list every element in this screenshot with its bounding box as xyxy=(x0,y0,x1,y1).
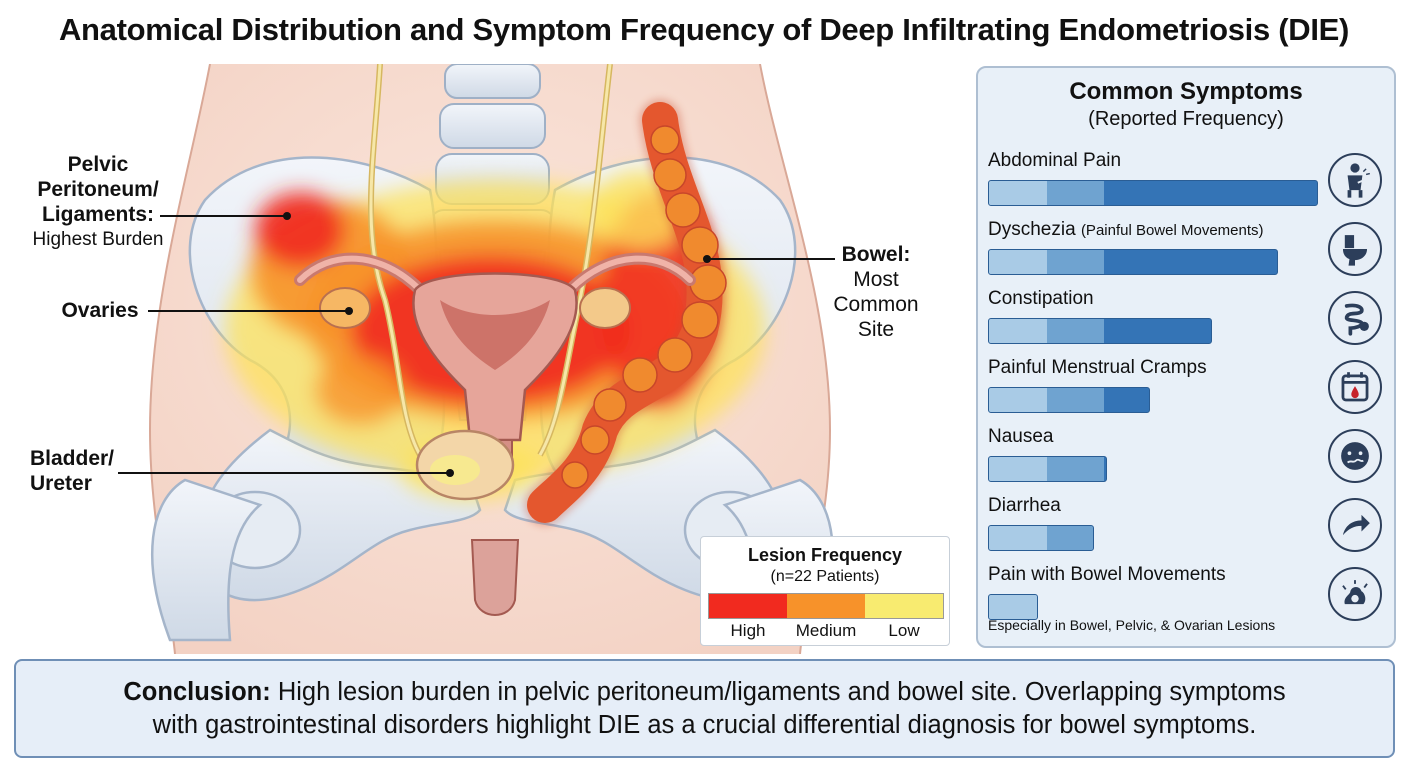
label-ovaries: Ovaries xyxy=(61,299,139,322)
symptom-row: Diarrhea xyxy=(978,495,1394,559)
bar-segment-mid xyxy=(1047,526,1093,550)
symptom-label: Dyschezia (Painful Bowel Movements) xyxy=(988,219,1264,240)
ovary-left xyxy=(319,287,371,329)
marker-ovary xyxy=(345,307,353,315)
legend-label-medium: Medium xyxy=(795,621,857,640)
leader-lines xyxy=(118,215,835,474)
legend-color-bar xyxy=(708,593,944,619)
bar-segment-light xyxy=(989,181,1047,205)
calendar-drop-icon xyxy=(1328,360,1382,414)
legend-swatch-high xyxy=(709,594,787,618)
lesion-frequency-legend: Lesion Frequency (n=22 Patients) High Me… xyxy=(700,536,950,646)
nauseous-face-icon xyxy=(1328,429,1382,483)
conclusion-line-2: with gastrointestinal disorders highligh… xyxy=(152,711,1257,739)
symptom-frequency-bar xyxy=(988,249,1279,275)
symptom-row: Abdominal Pain xyxy=(978,150,1394,214)
symptom-label: Diarrhea xyxy=(988,495,1061,516)
bar-segment-light xyxy=(989,526,1047,550)
legend-label-high: High xyxy=(730,621,766,640)
symptom-frequency-bar xyxy=(988,318,1213,344)
symptom-label: Abdominal Pain xyxy=(988,150,1122,171)
marker-bladder xyxy=(446,469,454,477)
symptom-row: Nausea xyxy=(978,426,1394,490)
symptom-row: Dyschezia (Painful Bowel Movements) xyxy=(978,219,1394,283)
symptom-note: Especially in Bowel, Pelvic, & Ovarian L… xyxy=(988,617,1276,633)
symptom-label: Painful Menstrual Cramps xyxy=(988,357,1207,378)
bar-segment-light xyxy=(989,388,1047,412)
bar-segment-light xyxy=(989,457,1047,481)
pelvis-illustration xyxy=(118,64,835,654)
bar-segment-light xyxy=(989,250,1047,274)
label-peritoneum: Pelvic Peritoneum/ Ligaments: Highest Bu… xyxy=(32,153,164,250)
symptom-frequency-bar xyxy=(988,525,1094,551)
symptom-frequency-bar xyxy=(988,456,1107,482)
bar-segment-mid xyxy=(1047,181,1104,205)
panel-subtitle: (Reported Frequency) xyxy=(1088,108,1284,130)
label-bladder: Bladder/ Ureter xyxy=(30,447,115,495)
toilet-icon xyxy=(1328,222,1382,276)
bar-segment-mid xyxy=(1047,250,1104,274)
conclusion-label: Conclusion: xyxy=(123,678,271,706)
bar-segment-mid xyxy=(1047,457,1104,481)
bar-segment-mid xyxy=(1047,319,1104,343)
bar-segment-light xyxy=(989,595,1037,619)
abdominal-pain-icon xyxy=(1328,153,1382,207)
symptom-row: Constipation xyxy=(978,288,1394,352)
symptom-row: Painful Menstrual Cramps xyxy=(978,357,1394,421)
symptom-frequency-bar xyxy=(988,387,1150,413)
legend-title: Lesion Frequency xyxy=(747,545,903,565)
conclusion-line-1: High lesion burden in pelvic peritoneum/… xyxy=(277,678,1286,706)
symptom-frequency-bar xyxy=(988,594,1038,620)
legend-swatch-low xyxy=(865,594,943,618)
bar-segment-light xyxy=(989,319,1047,343)
ovary-right xyxy=(579,287,631,329)
symptom-label: Pain with Bowel Movements xyxy=(988,564,1226,585)
arrow-icon xyxy=(1328,498,1382,552)
symptom-label: Nausea xyxy=(988,426,1054,447)
page-title: Anatomical Distribution and Symptom Freq… xyxy=(58,12,1350,47)
bowel-pain-icon xyxy=(1328,567,1382,621)
bar-segment-mid xyxy=(1047,388,1104,412)
symptom-row: Pain with Bowel Movements xyxy=(978,564,1394,628)
conclusion-box: Conclusion: High lesion burden in pelvic… xyxy=(14,659,1395,758)
legend-label-low: Low xyxy=(888,621,920,640)
label-bowel: Bowel: Most Common Site xyxy=(833,243,919,341)
vagina xyxy=(470,539,520,616)
marker-peritoneum xyxy=(283,212,291,220)
symptom-label: Constipation xyxy=(988,288,1094,309)
intestine-icon xyxy=(1328,291,1382,345)
symptoms-panel: Common Symptoms (Reported Frequency) Abd… xyxy=(976,66,1396,648)
panel-title: Common Symptoms xyxy=(1069,78,1303,105)
marker-bowel xyxy=(703,255,711,263)
legend-swatch-medium xyxy=(787,594,865,618)
legend-subtitle: (n=22 Patients) xyxy=(770,568,880,585)
symptom-frequency-bar xyxy=(988,180,1318,206)
